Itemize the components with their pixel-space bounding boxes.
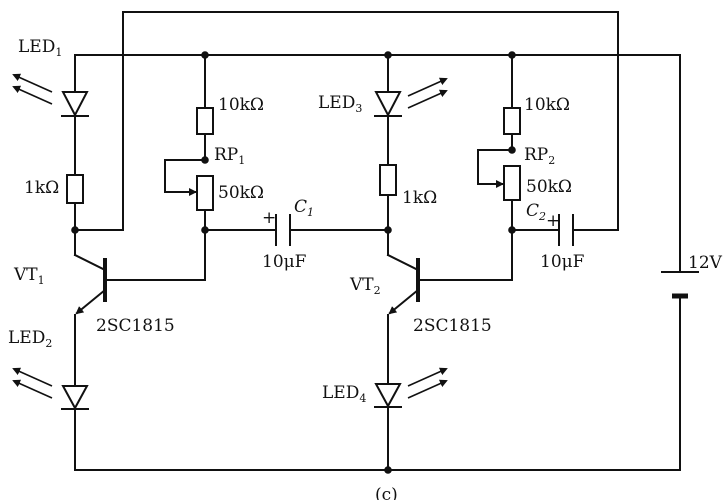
led2-label: LED2 (8, 328, 52, 350)
led-1 (12, 73, 89, 118)
potentiometer-rp2 (503, 165, 521, 201)
resistor-10k-right (503, 107, 521, 135)
vt2-part-label: 2SC1815 (413, 316, 492, 336)
c2-label: C2 (526, 201, 546, 223)
c2-plus-label: + (546, 211, 560, 231)
led-2 (12, 367, 89, 411)
resistor-1k-left-label: 1kΩ (24, 178, 59, 198)
led-3 (374, 77, 448, 118)
vt2-label: VT2 (349, 275, 381, 297)
rp2-value-label: 50kΩ (526, 177, 572, 197)
resistor-10k-left (196, 107, 214, 135)
c1-label: C1 (294, 197, 314, 219)
rp2-label: RP2 (524, 145, 555, 167)
transistor-vt2 (386, 253, 420, 315)
c1-value-label: 10μF (262, 252, 307, 272)
potentiometer-rp1 (196, 175, 214, 211)
c2-value-label: 10μF (540, 252, 585, 272)
resistor-1k-left (66, 174, 84, 204)
resistor-10k-right-label: 10kΩ (524, 95, 570, 115)
capacitor-c2 (558, 214, 574, 246)
c1-plus-label: + (262, 208, 276, 228)
figure-caption: (c) (375, 485, 398, 500)
vt1-label: VT1 (13, 265, 45, 287)
capacitor-c1 (275, 214, 291, 246)
resistor-10k-left-label: 10kΩ (218, 95, 264, 115)
rp1-label: RP1 (214, 145, 245, 167)
transistor-vt1 (73, 253, 107, 315)
wires (74, 11, 681, 471)
resistor-1k-middle-label: 1kΩ (402, 188, 437, 208)
battery-12v (661, 271, 699, 299)
vt1-part-label: 2SC1815 (96, 316, 175, 336)
led4-label: LED4 (322, 383, 366, 405)
rp1-value-label: 50kΩ (218, 183, 264, 203)
led-4 (374, 367, 448, 409)
led1-label: LED1 (18, 37, 62, 59)
led3-label: LED3 (318, 93, 362, 115)
resistor-1k-middle (379, 164, 397, 196)
junction-dots (71, 51, 516, 474)
battery-label: 12V (688, 253, 723, 273)
